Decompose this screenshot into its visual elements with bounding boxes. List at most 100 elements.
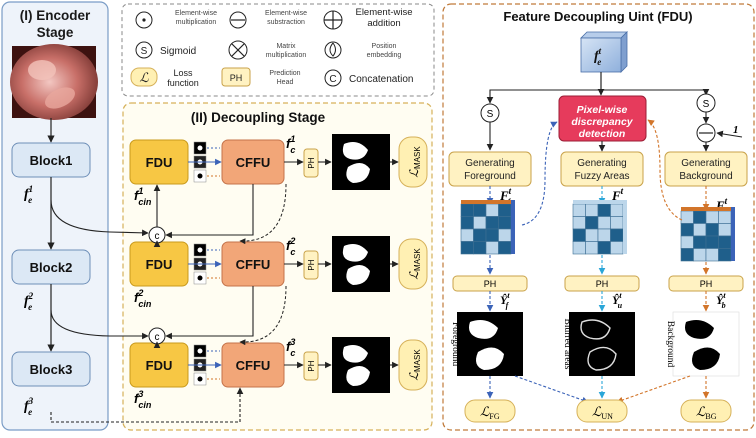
concat-node-1: c	[148, 183, 287, 247]
concat-node-label-1: c	[155, 231, 160, 242]
grid-cell-0-0-1	[473, 203, 487, 217]
block2-label: Block2	[30, 260, 73, 275]
grid-cell-1-2-0	[572, 228, 586, 242]
ph-bg-label: PH	[700, 279, 713, 289]
legend-concat-label: Concatenation	[349, 74, 414, 85]
encoder-connections	[50, 199, 200, 423]
legend-label-5a: Matrix	[276, 43, 296, 50]
pixel-box-line2: discrepancy	[571, 116, 633, 128]
gen-fuzzy-line2: Fuzzy Areas	[574, 171, 629, 182]
grid-top-strip-0	[461, 200, 511, 204]
grid-cell-0-1-0	[460, 216, 474, 230]
ph-fg: PH	[452, 275, 528, 292]
concat-node-2: c	[148, 285, 287, 348]
constant-one-label: 1	[733, 124, 739, 136]
pixel-box-line1: Pixel-wise	[577, 104, 628, 116]
vertical-label-blurred: Blurred areas	[562, 319, 572, 370]
gen-fuzzy-box: Generating Fuzzy Areas	[560, 151, 644, 187]
mini-mask-dot-1-2	[197, 173, 203, 179]
grid-cell-0-2-3	[498, 228, 512, 242]
vertical-label-foreground: Foreground	[450, 322, 460, 367]
grid-cell-2-1-3	[718, 223, 732, 237]
gen-bg-line1: Generating	[681, 158, 730, 169]
legend-label-5b: multiplication	[266, 52, 307, 59]
loss-un-symbol: ℒUN	[592, 404, 613, 421]
grid-cell-1-2-3	[610, 228, 624, 242]
encoder-title-2: Stage	[37, 25, 74, 40]
block1: Block1	[11, 142, 91, 178]
grid-cell-1-3-0	[572, 241, 586, 255]
legend-label-3b: addition	[367, 18, 400, 29]
legend-elementwise-multiplication: Element-wise multiplication	[135, 10, 217, 29]
ph-fuzzy: PH	[564, 275, 640, 292]
block3-label: Block3	[30, 362, 73, 377]
cffu-to-concat-1	[165, 184, 254, 239]
grid-cell-2-1-2	[705, 223, 719, 237]
loss-fg-symbol: ℒFG	[480, 404, 500, 421]
grid-top-strip-2	[681, 207, 731, 211]
grid-cell-1-0-3	[610, 203, 624, 217]
grid-cell-2-0-1	[693, 210, 707, 224]
fe3-to-cffu3	[200, 387, 244, 423]
endoscopy-image	[10, 44, 98, 120]
mask-blob-a-1	[342, 142, 368, 160]
grid-cell-0-3-3	[498, 241, 512, 255]
concat-symbol: C	[329, 74, 336, 85]
grid-cell-0-1-2	[485, 216, 499, 230]
cffu-block-label-1: CFFU	[236, 155, 271, 170]
grid-side-strip-1	[623, 200, 627, 254]
sigmoid-right-label: S	[703, 99, 710, 110]
block2: Block2	[11, 249, 91, 285]
grid-cell-0-2-1	[473, 228, 487, 242]
sigmoid-left-label: S	[487, 109, 494, 120]
legend-elementwise-addition: Element-wise addition	[323, 7, 413, 30]
ph-block-label-1: PH	[307, 157, 316, 168]
blurred-mask	[569, 312, 635, 376]
feature-grid-0	[460, 200, 515, 255]
background-mask	[672, 311, 740, 377]
loss-mask-label-3: ℒMASK	[407, 349, 422, 381]
grid-cell-0-0-3	[498, 203, 512, 217]
grid-cell-2-3-2	[705, 248, 719, 262]
loss-bg: ℒBG	[680, 399, 732, 423]
grid-cell-1-1-0	[572, 216, 586, 230]
cffu-block-label-2: CFFU	[236, 257, 271, 272]
grid-cell-0-3-1	[473, 241, 487, 255]
fdu-block-label-3: FDU	[146, 358, 173, 373]
mask-blob-b-3	[346, 365, 370, 386]
grid-cell-0-1-3	[498, 216, 512, 230]
grid-cell-1-3-2	[597, 241, 611, 255]
grid-cell-2-3-1	[693, 248, 707, 262]
fc-feedback-1	[239, 183, 287, 245]
legend-label-7a: Loss	[173, 68, 193, 78]
gen-fuzzy-line1: Generating	[577, 158, 626, 169]
gen-foreground-box: Generating Foreground	[448, 151, 532, 187]
feature-grid-2	[680, 207, 735, 262]
grid-cell-0-2-2	[485, 228, 499, 242]
mini-mask-dot-2-0	[197, 247, 203, 253]
legend-elementwise-subtraction: Element-wise substraction	[229, 10, 307, 29]
grid-cell-2-0-3	[718, 210, 732, 224]
mini-mask-dot-1-0	[197, 145, 203, 151]
fdu-block-label-1: FDU	[146, 155, 173, 170]
ph-bg: PH	[668, 275, 744, 292]
gen-background-box: Generating Background	[664, 151, 748, 187]
pixel-discrepancy-box: Pixel-wise discrepancy detection	[558, 95, 647, 142]
encoder-title: (I) Encoder	[20, 8, 91, 23]
gen-bg-line2: Background	[679, 171, 732, 182]
legend-label-8a: Prediction	[269, 70, 300, 77]
grid-cell-2-0-2	[705, 210, 719, 224]
legend-label-2b: substraction	[267, 19, 305, 26]
legend-matrix-multiplication: Matrix multiplication	[228, 40, 307, 60]
loss-symbol: ℒ	[139, 70, 149, 85]
legend-box	[121, 3, 435, 97]
